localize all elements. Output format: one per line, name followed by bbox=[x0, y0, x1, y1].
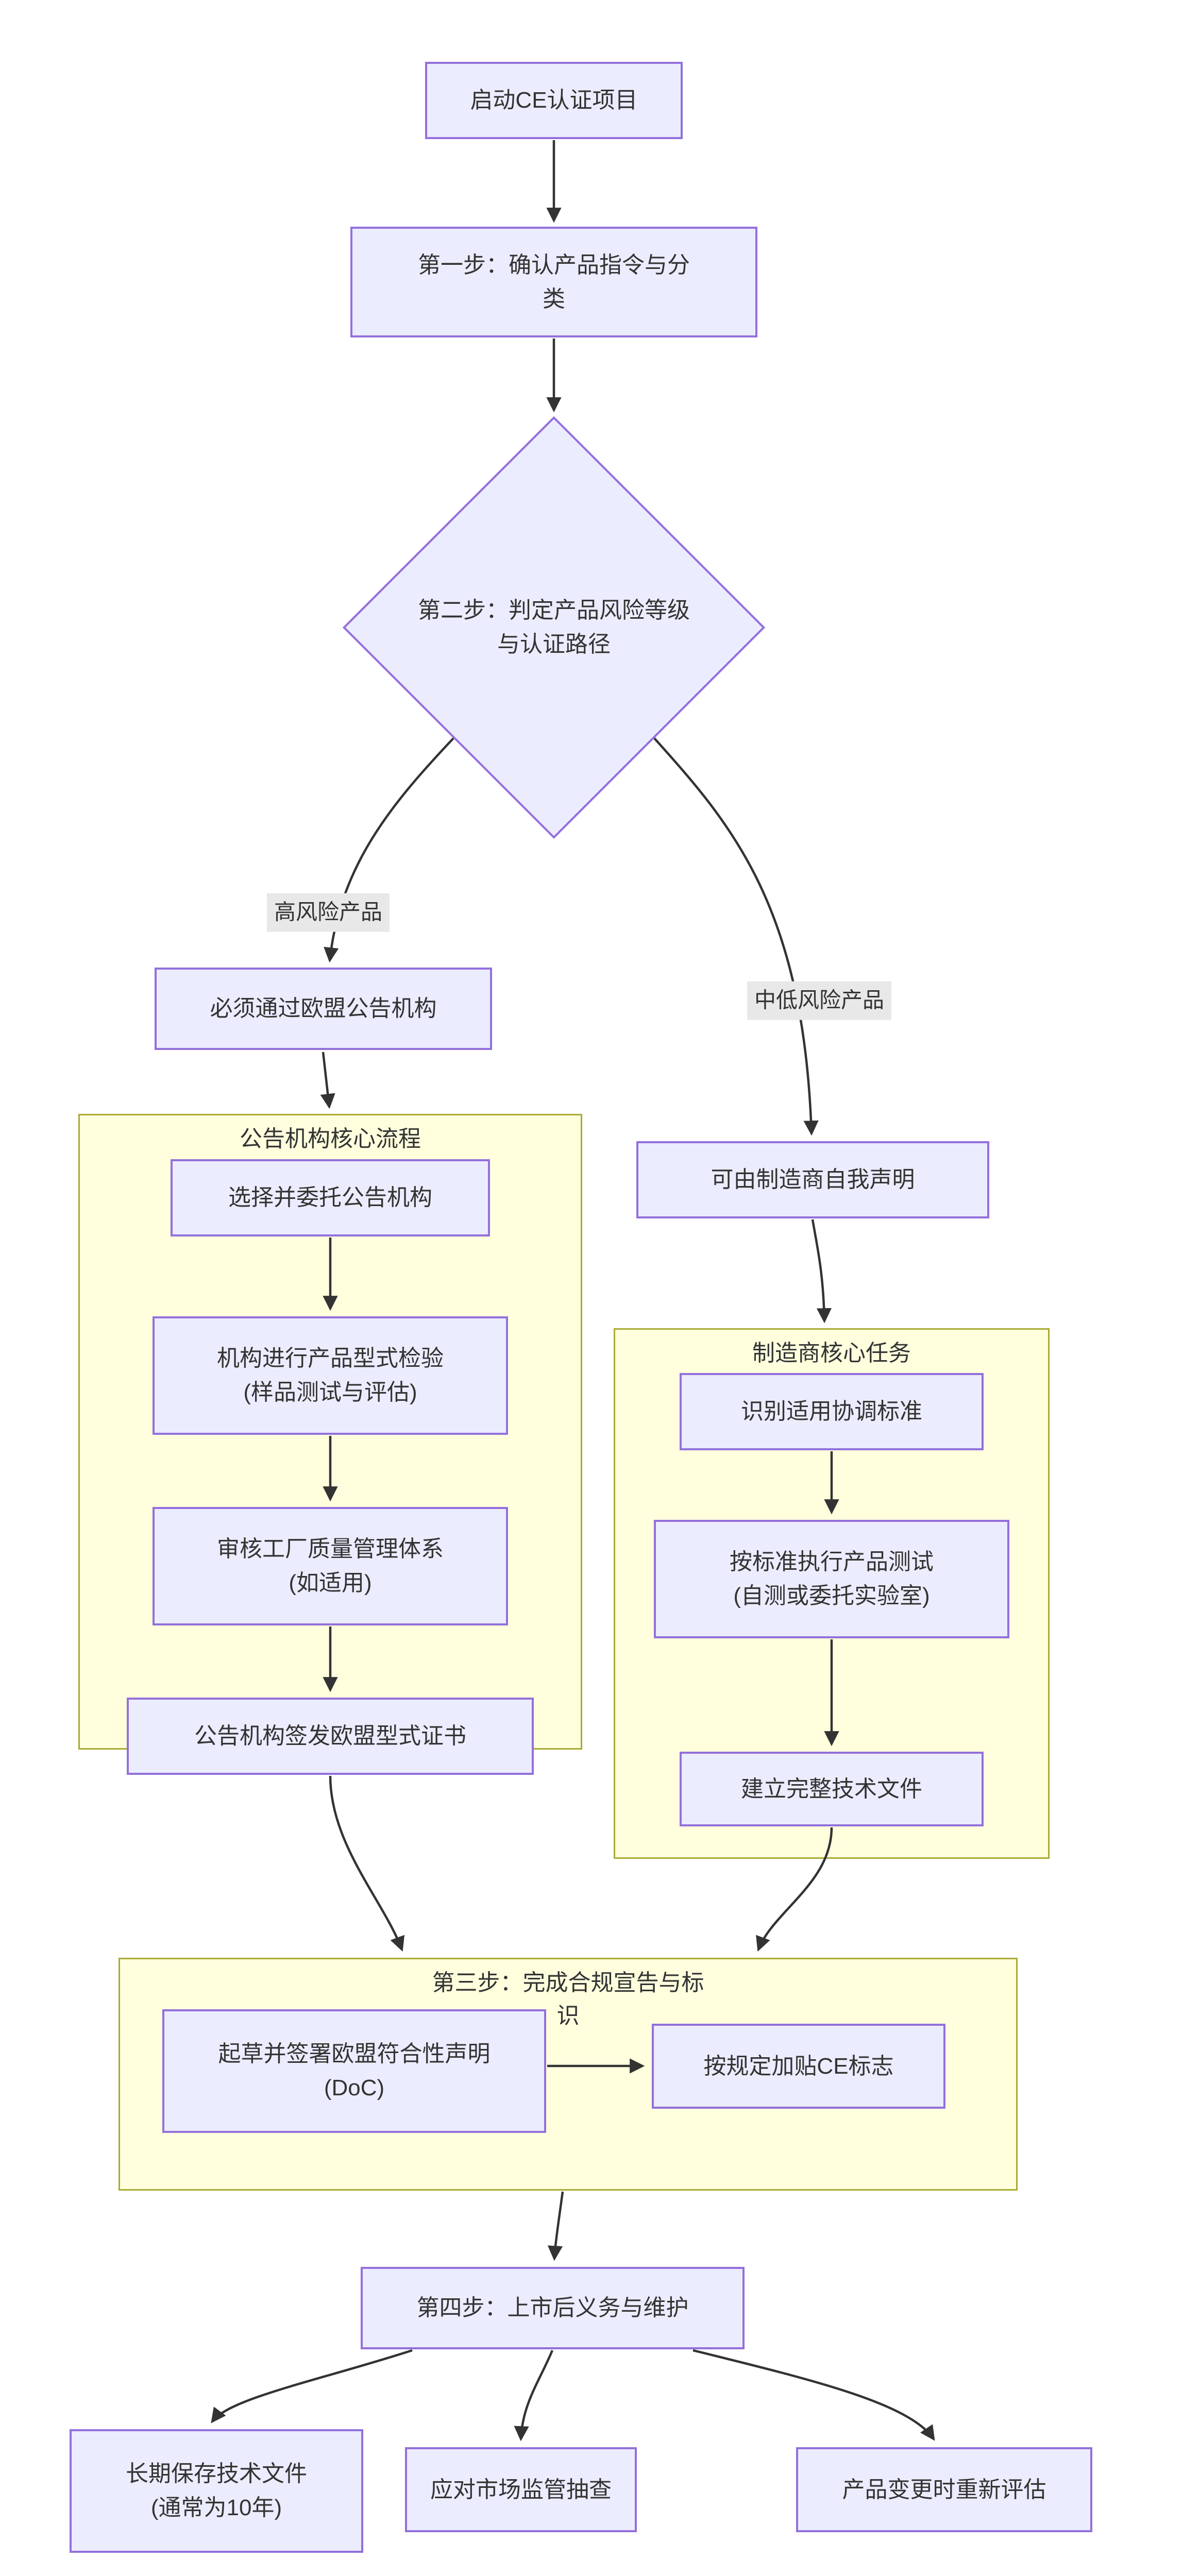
node-nb-factory-audit-label: 审核工厂质量管理体系 (如适用) bbox=[217, 1536, 444, 1596]
node-reassess-on-change: 产品变更时重新评估 bbox=[796, 2447, 1092, 2532]
edge-mf-techfile-to-step3 bbox=[756, 1827, 833, 1952]
node-mf-testing-label: 按标准执行产品测试 (自测或委托实验室) bbox=[730, 1549, 934, 1608]
node-must-notified-body-label: 必须通过欧盟公告机构 bbox=[210, 996, 437, 1021]
node-step4-label: 第四步：上市后义务与维护 bbox=[416, 2295, 689, 2320]
node-start-label: 启动CE认证项目 bbox=[470, 88, 638, 113]
node-doc-sign: 起草并签署欧盟符合性声明 (DoC) bbox=[162, 2009, 546, 2133]
node-nb-certificate: 公告机构签发欧盟型式证书 bbox=[127, 1698, 534, 1775]
node-nb-certificate-label: 公告机构签发欧盟型式证书 bbox=[194, 1723, 466, 1749]
edge-decision-to-self-declaration bbox=[653, 737, 819, 1136]
edge-step4-to-surveillance bbox=[514, 2350, 554, 2442]
node-nb-type-exam: 机构进行产品型式检验 (样品测试与评估) bbox=[153, 1316, 508, 1435]
node-doc-sign-label: 起草并签署欧盟符合性声明 (DoC) bbox=[218, 2041, 491, 2100]
node-nb-select-label: 选择并委托公告机构 bbox=[228, 1185, 432, 1210]
node-ce-mark-label: 按规定加贴CE标志 bbox=[703, 2053, 894, 2079]
cluster-manufacturer-tasks-title: 制造商核心任务 bbox=[752, 1341, 911, 1366]
node-mf-techfile-label: 建立完整技术文件 bbox=[741, 1776, 922, 1802]
cluster-step3-compliance-title: 第三步：完成合规宣告与标 识 bbox=[432, 1970, 704, 2028]
edge-self-declaration-to-mf-cluster bbox=[811, 1219, 832, 1324]
edge-step4-to-reassess bbox=[692, 2349, 935, 2441]
node-self-declaration: 可由制造商自我声明 bbox=[636, 1141, 989, 1218]
cluster-notified-body-title: 公告机构核心流程 bbox=[240, 1126, 421, 1151]
node-mf-standards: 识别适用协调标准 bbox=[680, 1373, 984, 1450]
node-step1-label: 第一步：确认产品指令与分 类 bbox=[418, 252, 690, 312]
node-mf-techfile: 建立完整技术文件 bbox=[680, 1752, 984, 1826]
edge-label-mid-low-risk: 中低风险产品 bbox=[747, 981, 892, 1020]
node-nb-type-exam-label: 机构进行产品型式检验 (样品测试与评估) bbox=[217, 1346, 444, 1405]
node-reassess-on-change-label: 产品变更时重新评估 bbox=[842, 2477, 1046, 2502]
decision-step2-label: 第二步：判定产品风险等级 与认证路径 bbox=[418, 598, 690, 657]
node-nb-factory-audit: 审核工厂质量管理体系 (如适用) bbox=[153, 1507, 508, 1625]
node-step4: 第四步：上市后义务与维护 bbox=[361, 2267, 745, 2349]
node-ce-mark: 按规定加贴CE标志 bbox=[652, 2024, 945, 2109]
node-step1: 第一步：确认产品指令与分 类 bbox=[350, 227, 757, 337]
node-keep-files-label: 长期保存技术文件 (通常为10年) bbox=[126, 2461, 307, 2520]
edge-label-high-risk: 高风险产品 bbox=[266, 893, 390, 932]
node-mf-testing: 按标准执行产品测试 (自测或委托实验室) bbox=[654, 1520, 1009, 1638]
node-market-surveillance: 应对市场监管抽查 bbox=[405, 2447, 637, 2532]
node-start: 启动CE认证项目 bbox=[425, 62, 683, 139]
node-nb-select: 选择并委托公告机构 bbox=[171, 1159, 490, 1236]
edge-step4-to-keep-files bbox=[211, 2349, 413, 2424]
node-mf-standards-label: 识别适用协调标准 bbox=[741, 1399, 922, 1424]
edge-must-to-nb-cluster bbox=[320, 1052, 335, 1109]
edge-nb-certificate-to-step3 bbox=[329, 1775, 405, 1952]
node-self-declaration-label: 可由制造商自我声明 bbox=[711, 1167, 915, 1192]
edge-step3-to-step4 bbox=[547, 2191, 564, 2261]
node-must-notified-body: 必须通过欧盟公告机构 bbox=[155, 968, 492, 1050]
node-keep-files: 长期保存技术文件 (通常为10年) bbox=[70, 2429, 363, 2553]
node-market-surveillance-label: 应对市场监管抽查 bbox=[430, 2477, 612, 2502]
